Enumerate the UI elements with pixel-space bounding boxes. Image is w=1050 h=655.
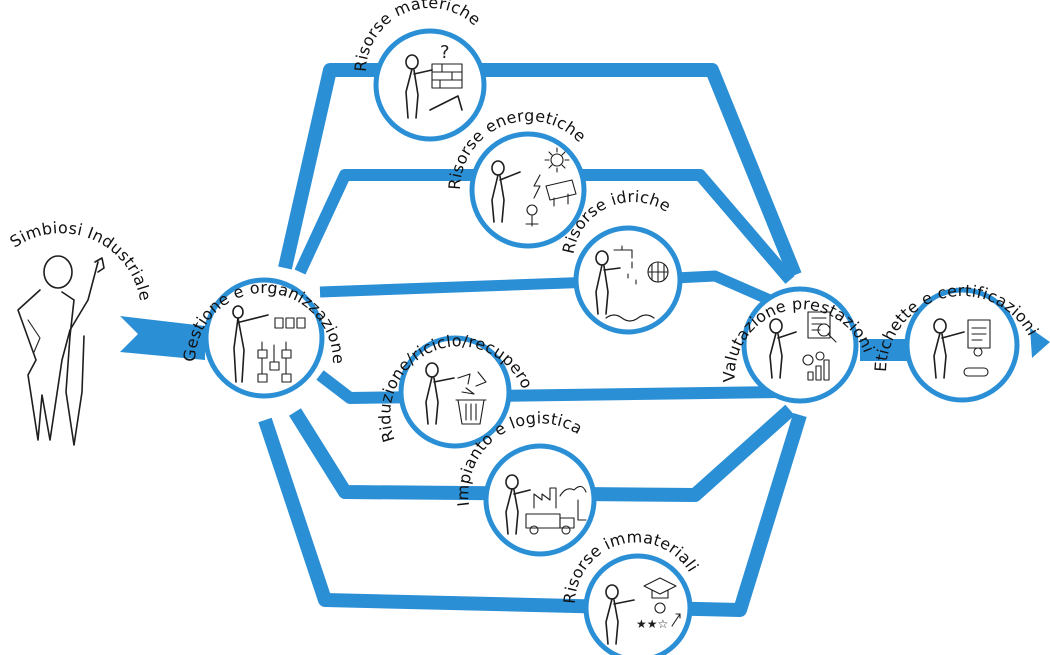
magnifier-chart-icon <box>769 311 837 381</box>
certificate-icon <box>933 318 991 379</box>
start-figure: Simbiosi Industriale <box>6 218 155 446</box>
node-valutazione: Valutazione prestazioni <box>720 286 878 404</box>
question-mark-icon: ? <box>440 42 450 63</box>
graduation-stars-icon: ★★☆ <box>605 577 681 645</box>
node-etichette: Etichette e certificazioni <box>871 281 1042 403</box>
node-impianto: Impianto e logistica <box>453 408 597 557</box>
node-immateriali: Risorse immateriali ★★☆ <box>560 527 702 655</box>
bricks-question-icon: ? <box>405 42 463 119</box>
water-tap-icon <box>595 245 669 322</box>
person-pointing-up-icon <box>17 255 105 446</box>
path-idriche <box>319 270 773 306</box>
path-riduzione <box>316 370 781 404</box>
entry-arrow <box>120 316 205 360</box>
exit-arrow <box>1030 328 1050 358</box>
start-label: Simbiosi Industriale <box>6 218 155 302</box>
path-materiche <box>278 63 802 278</box>
sun-solar-panel-icon <box>491 147 577 227</box>
stars-icon: ★★☆ <box>636 617 668 631</box>
factory-truck-icon <box>505 474 587 535</box>
recycle-bin-icon <box>425 362 487 425</box>
org-chart-icon <box>232 305 306 383</box>
path-immateriali <box>258 412 807 617</box>
